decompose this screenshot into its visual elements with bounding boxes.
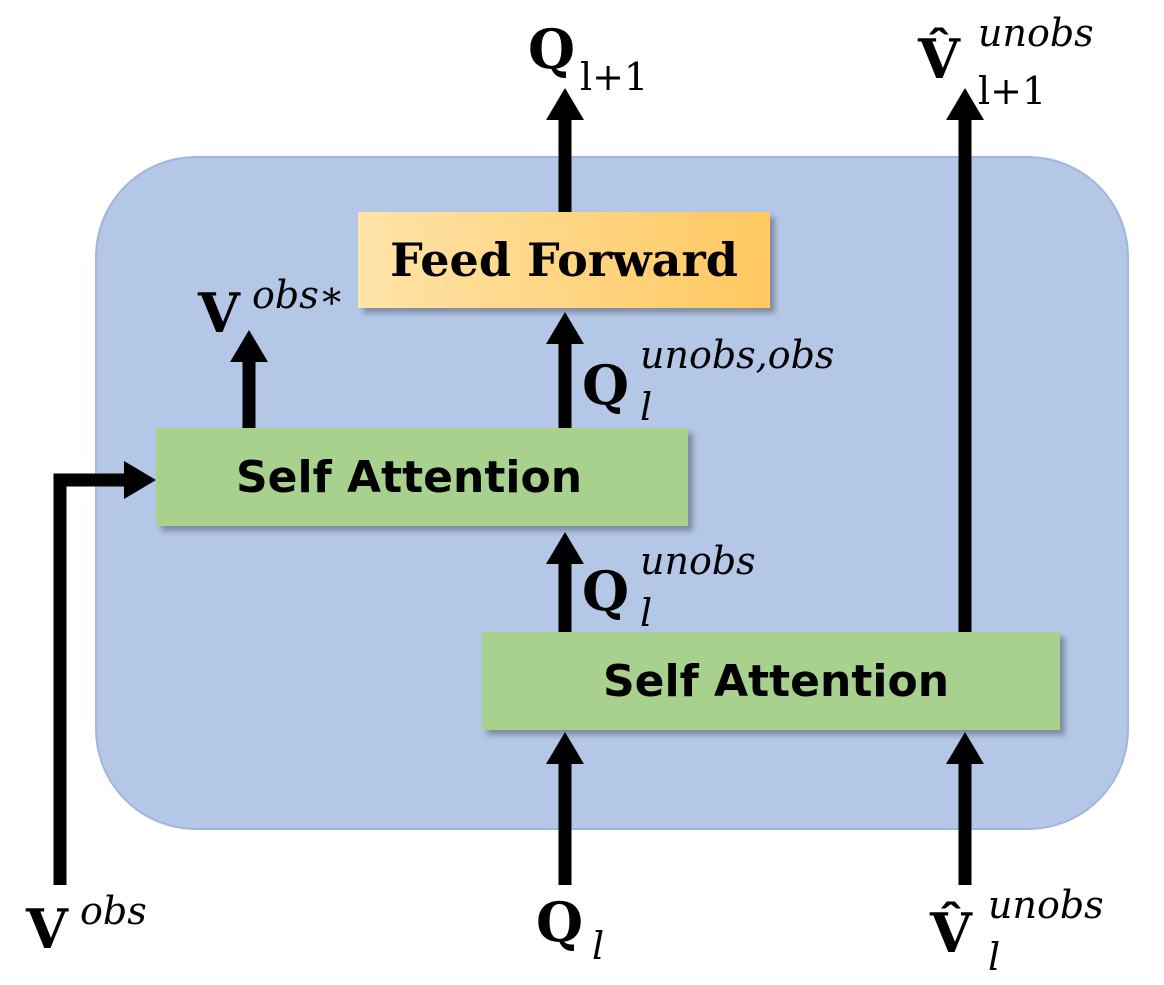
label-q-output: Q l+1 xyxy=(528,17,649,99)
label-v-obs-input: V obs xyxy=(26,889,147,961)
feed-forward-block-bg xyxy=(358,212,770,308)
arrow-q-output xyxy=(546,88,584,212)
self-attention-top-block: Self Attention xyxy=(156,428,662,526)
self-attention-bottom-bg xyxy=(482,632,1060,730)
arrow-q-unobs xyxy=(546,532,584,632)
label-q-input: Q l xyxy=(536,890,605,968)
arrow-q-input xyxy=(546,732,584,885)
arrow-v-obs-star xyxy=(230,330,268,428)
arrow-v-hat-output xyxy=(946,88,984,632)
self-attention-bottom-block: Self Attention xyxy=(482,632,1070,730)
feed-forward-block: Feed Forward xyxy=(358,212,770,308)
feed-forward-label: Feed Forward xyxy=(390,233,738,287)
label-v-hat-input: V̂ unobs l xyxy=(930,883,1104,979)
label-q-unobs: Q unobs l xyxy=(582,539,756,635)
arrow-q-unobs-obs xyxy=(546,312,584,428)
self-attention-top-bg xyxy=(156,428,688,526)
label-q-unobs-obs: Q unobs,obs l xyxy=(582,333,835,429)
label-v-obs-star: V obs∗ xyxy=(198,273,345,345)
arrow-v-obs-input xyxy=(53,461,156,885)
arrow-v-hat-input xyxy=(946,732,984,885)
self-attention-top-label: Self Attention xyxy=(235,451,583,503)
self-attention-bottom-label: Self Attention xyxy=(602,655,950,707)
label-v-hat-output: V̂ unobs l+1 xyxy=(918,11,1094,113)
